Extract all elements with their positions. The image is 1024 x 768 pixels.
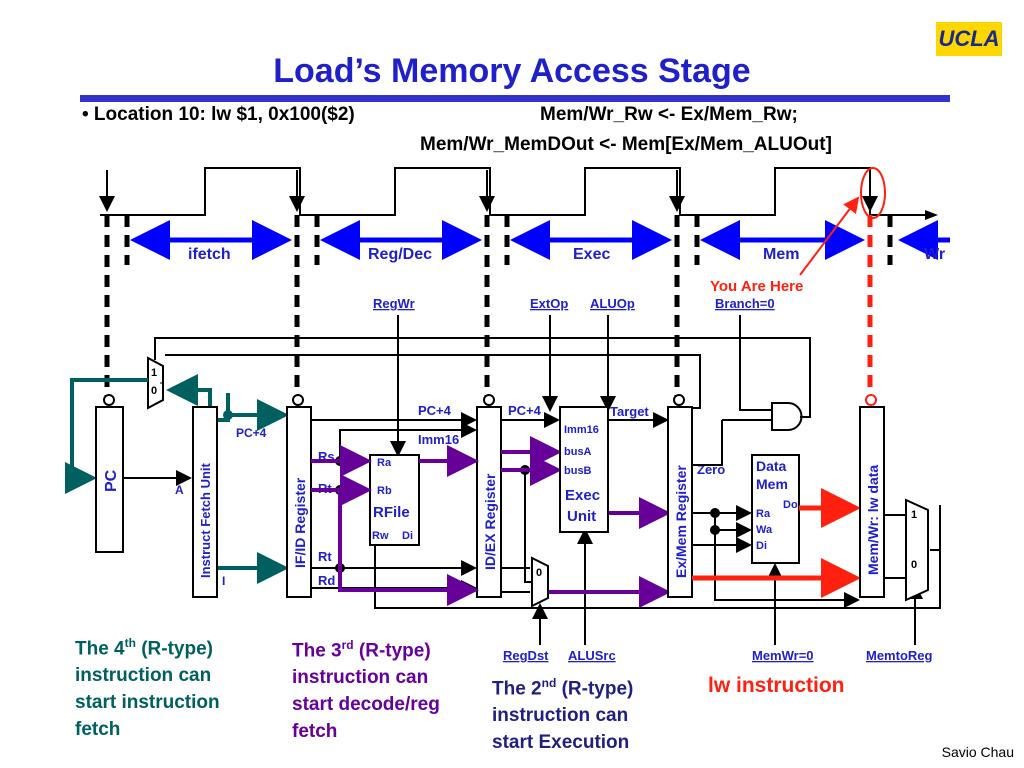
memwr-register — [859, 406, 885, 598]
stage-label-ifetch: ifetch — [188, 246, 231, 263]
data-memory — [751, 454, 800, 564]
bullet-location: • Location 10: lw $1, 0x100($2) — [82, 104, 355, 125]
svg-text:Mem: Mem — [756, 476, 788, 492]
you-are-here-pointer — [799, 196, 860, 276]
stage-label-exec: Exec — [573, 246, 610, 263]
svg-text:busB: busB — [564, 465, 592, 477]
svg-text:Exec: Exec — [565, 487, 600, 504]
svg-text:Wa: Wa — [756, 524, 773, 536]
ifid-register — [286, 406, 312, 598]
svg-text:Instruct Fetch Unit: Instruct Fetch Unit — [198, 462, 213, 578]
you-are-here-label: You Are Here — [710, 278, 803, 295]
svg-text:A: A — [175, 483, 184, 497]
note-lw-instruction: lw instruction — [708, 674, 845, 697]
svg-text:Ra: Ra — [756, 508, 771, 520]
svg-text:Target: Target — [610, 404, 649, 419]
clock-waveform — [100, 167, 935, 216]
stage-label-mem: Mem — [763, 246, 799, 263]
svg-text:ID/EX Register: ID/EX Register — [482, 473, 498, 570]
svg-text:1: 1 — [911, 509, 917, 521]
svg-text:Rw: Rw — [372, 530, 389, 542]
slide-title: Load’s Memory Access Stage — [273, 52, 751, 90]
ctrl-branch: Branch=0 — [715, 296, 775, 311]
svg-text:Di: Di — [756, 540, 767, 552]
writeback-mux — [905, 498, 929, 602]
note-3rd-instruction: The 3rd (R-type) instruction can start d… — [292, 638, 440, 743]
rtl-line-2: Mem/Wr_MemDOut <- Mem[Ex/Mem_ALUOut] — [420, 134, 832, 155]
svg-text:PC+4: PC+4 — [508, 403, 542, 418]
svg-text:Do: Do — [783, 499, 798, 511]
svg-text:busA: busA — [564, 446, 592, 458]
regdst-mux — [531, 556, 549, 608]
svg-text:Ra: Ra — [377, 457, 392, 469]
instruct-fetch-unit — [192, 406, 218, 598]
svg-text:IF/ID Register: IF/ID Register — [292, 477, 308, 568]
ctrl-aluop: ALUOp — [590, 296, 635, 311]
ctrl-alusrc: ALUSrc — [568, 648, 616, 663]
pc-mux — [147, 356, 164, 410]
exmem-register — [667, 406, 693, 598]
ctrl-extop: ExtOp — [530, 296, 568, 311]
svg-text:Rt: Rt — [318, 549, 332, 564]
ctrl-memtoreg: MemtoReg — [866, 648, 933, 663]
register-file — [369, 454, 420, 546]
svg-text:Imm16: Imm16 — [564, 424, 599, 436]
idex-register — [476, 406, 502, 598]
svg-text:1: 1 — [151, 367, 157, 379]
rtl-line-1: Mem/Wr_Rw <- Ex/Mem_Rw; — [540, 104, 798, 125]
you-are-here-circle — [860, 167, 886, 219]
svg-text:Ex/Mem Register: Ex/Mem Register — [673, 465, 689, 578]
ctrl-memwr: MemWr=0 — [752, 648, 814, 663]
svg-text:Rd: Rd — [318, 573, 335, 588]
svg-text:I: I — [222, 574, 225, 588]
svg-text:0: 0 — [911, 559, 917, 571]
svg-text:Unit: Unit — [567, 508, 596, 525]
svg-text:PC+4: PC+4 — [236, 426, 267, 440]
title-divider — [80, 95, 950, 102]
exec-unit — [559, 406, 609, 533]
pc-label: PC — [103, 469, 120, 492]
svg-text:Di: Di — [402, 530, 413, 542]
svg-text:Rb: Rb — [377, 485, 392, 497]
stage-label-wr: Wr — [924, 246, 945, 263]
svg-text:0: 0 — [536, 567, 542, 579]
note-4th-instruction: The 4th (R-type) instruction can start i… — [75, 636, 220, 741]
ctrl-regdst: RegDst — [503, 648, 549, 663]
and-gate — [771, 402, 803, 431]
author-credit: Savio Chau — [941, 744, 1014, 760]
svg-text:RFile: RFile — [373, 504, 410, 521]
stage-label-regdec: Reg/Dec — [368, 246, 432, 263]
ctrl-regwr: RegWr — [373, 296, 415, 311]
ucla-logo: UCLA — [936, 22, 1002, 56]
svg-text:PC+4: PC+4 — [418, 403, 452, 418]
pc-register — [95, 406, 124, 553]
svg-text:Data: Data — [756, 458, 787, 474]
svg-text:0: 0 — [151, 385, 157, 397]
svg-text:Mem/Wr: lw data: Mem/Wr: lw data — [865, 465, 881, 575]
svg-text:Imm16: Imm16 — [418, 432, 459, 447]
note-2nd-instruction: The 2nd (R-type) instruction can start E… — [492, 676, 634, 754]
